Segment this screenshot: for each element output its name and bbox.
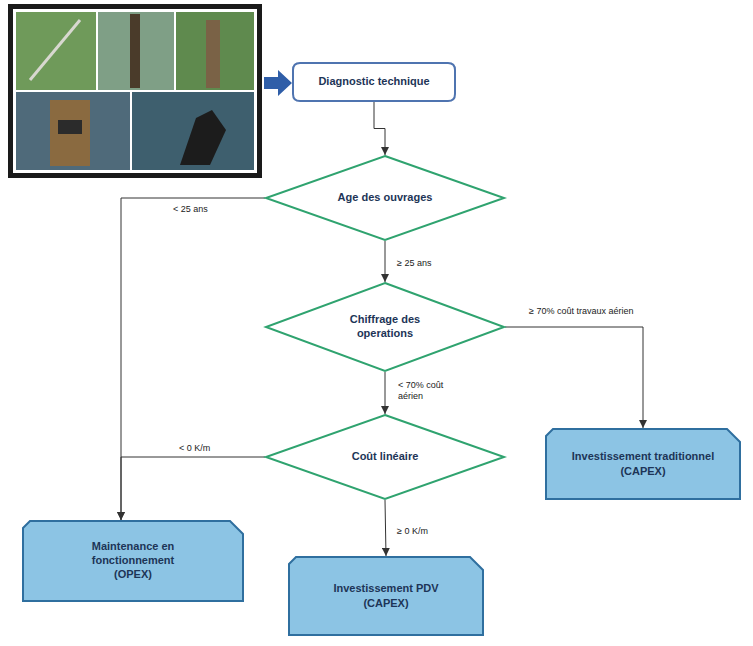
photo-collage <box>0 0 300 190</box>
connector <box>374 102 385 155</box>
edge-label: ≥ 25 ans <box>396 258 432 269</box>
photo-mat <box>13 9 257 173</box>
edge-label: < 70% coût aérien <box>397 380 461 402</box>
photo-tile <box>176 12 254 90</box>
connector <box>505 327 643 428</box>
outcome-box: Investissement traditionnel(CAPEX) <box>545 428 741 500</box>
photo-tile <box>132 92 254 170</box>
photo-tile <box>16 12 96 90</box>
decision-diamond: Chiffrage des operations <box>265 282 505 372</box>
node-outline <box>288 556 484 636</box>
doc-shape <box>546 429 740 499</box>
node-outline <box>545 428 741 500</box>
round-shape <box>293 63 455 101</box>
outcome-box: Investissement PDV(CAPEX) <box>288 556 484 636</box>
node-title: Age des ouvrages <box>338 191 433 205</box>
doc-shape <box>289 557 483 635</box>
photo-detail <box>58 120 82 134</box>
photo-tile <box>16 92 130 170</box>
node-title: Maintenance en fonctionnement <box>68 540 198 568</box>
photo-detail <box>180 110 226 165</box>
decision-diamond: Coût linéaire <box>265 414 505 500</box>
node-subtitle: (CAPEX) <box>363 597 408 611</box>
edge-label: < 25 ans <box>172 204 209 215</box>
start-box: Diagnostic technique <box>292 62 456 102</box>
connector <box>385 500 386 556</box>
connector <box>121 457 265 520</box>
edge-label: < 0 K/m <box>178 443 211 454</box>
node-title: Coût linéaire <box>352 450 419 464</box>
connector <box>385 372 386 414</box>
photo-detail <box>30 20 80 80</box>
diamond-shape <box>266 156 504 240</box>
node-title: Investissement PDV <box>333 582 438 596</box>
photo-detail <box>206 20 220 88</box>
decision-diamond: Age des ouvrages <box>265 155 505 241</box>
photo-detail <box>130 14 140 88</box>
diamond-shape <box>266 415 504 499</box>
node-title: Investissement traditionnel <box>572 450 714 464</box>
connector <box>385 241 386 282</box>
edge-label: ≥ 70% coût travaux aérien <box>528 306 635 317</box>
node-subtitle: (OPEX) <box>114 568 152 582</box>
diamond-shape <box>266 283 504 371</box>
node-title: Chiffrage des operations <box>330 313 440 341</box>
block-arrow <box>264 70 292 96</box>
connector <box>121 198 265 520</box>
photo-frame <box>8 4 262 178</box>
photo-detail <box>50 100 90 166</box>
node-subtitle: (CAPEX) <box>620 465 665 479</box>
photo-tile <box>98 12 174 90</box>
edge-label: ≥ 0 K/m <box>396 526 429 537</box>
outcome-box: Maintenance en fonctionnement(OPEX) <box>22 520 244 602</box>
doc-shape <box>23 521 243 601</box>
node-title: Diagnostic technique <box>318 75 429 89</box>
